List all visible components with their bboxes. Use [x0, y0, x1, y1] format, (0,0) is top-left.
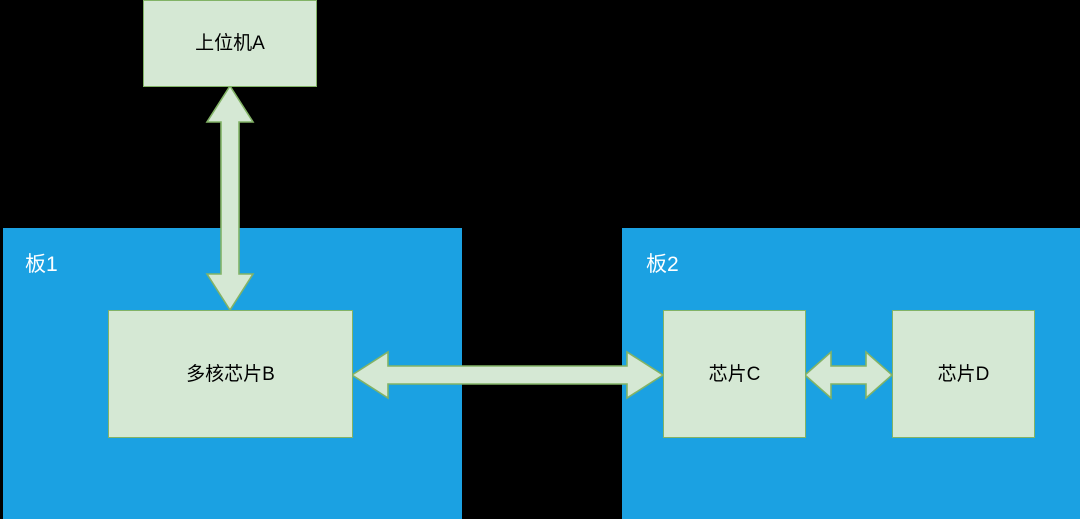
- node-chipD[interactable]: 芯片D: [892, 310, 1035, 438]
- node-host[interactable]: 上位机A: [143, 0, 317, 87]
- connector-chipB-chipC[interactable]: [350, 346, 665, 404]
- connector-host-chipB[interactable]: [205, 84, 255, 312]
- node-chipC-label: 芯片C: [708, 363, 761, 385]
- node-chipB-label: 多核芯片B: [186, 363, 275, 385]
- board-label-2: 板2: [646, 253, 679, 276]
- node-chipB[interactable]: 多核芯片B: [108, 310, 353, 438]
- node-chipC[interactable]: 芯片C: [663, 310, 806, 438]
- node-chipD-label: 芯片D: [937, 363, 990, 385]
- connector-chipC-chipD[interactable]: [803, 346, 894, 404]
- node-host-label: 上位机A: [195, 33, 265, 54]
- board-label-1: 板1: [25, 253, 58, 276]
